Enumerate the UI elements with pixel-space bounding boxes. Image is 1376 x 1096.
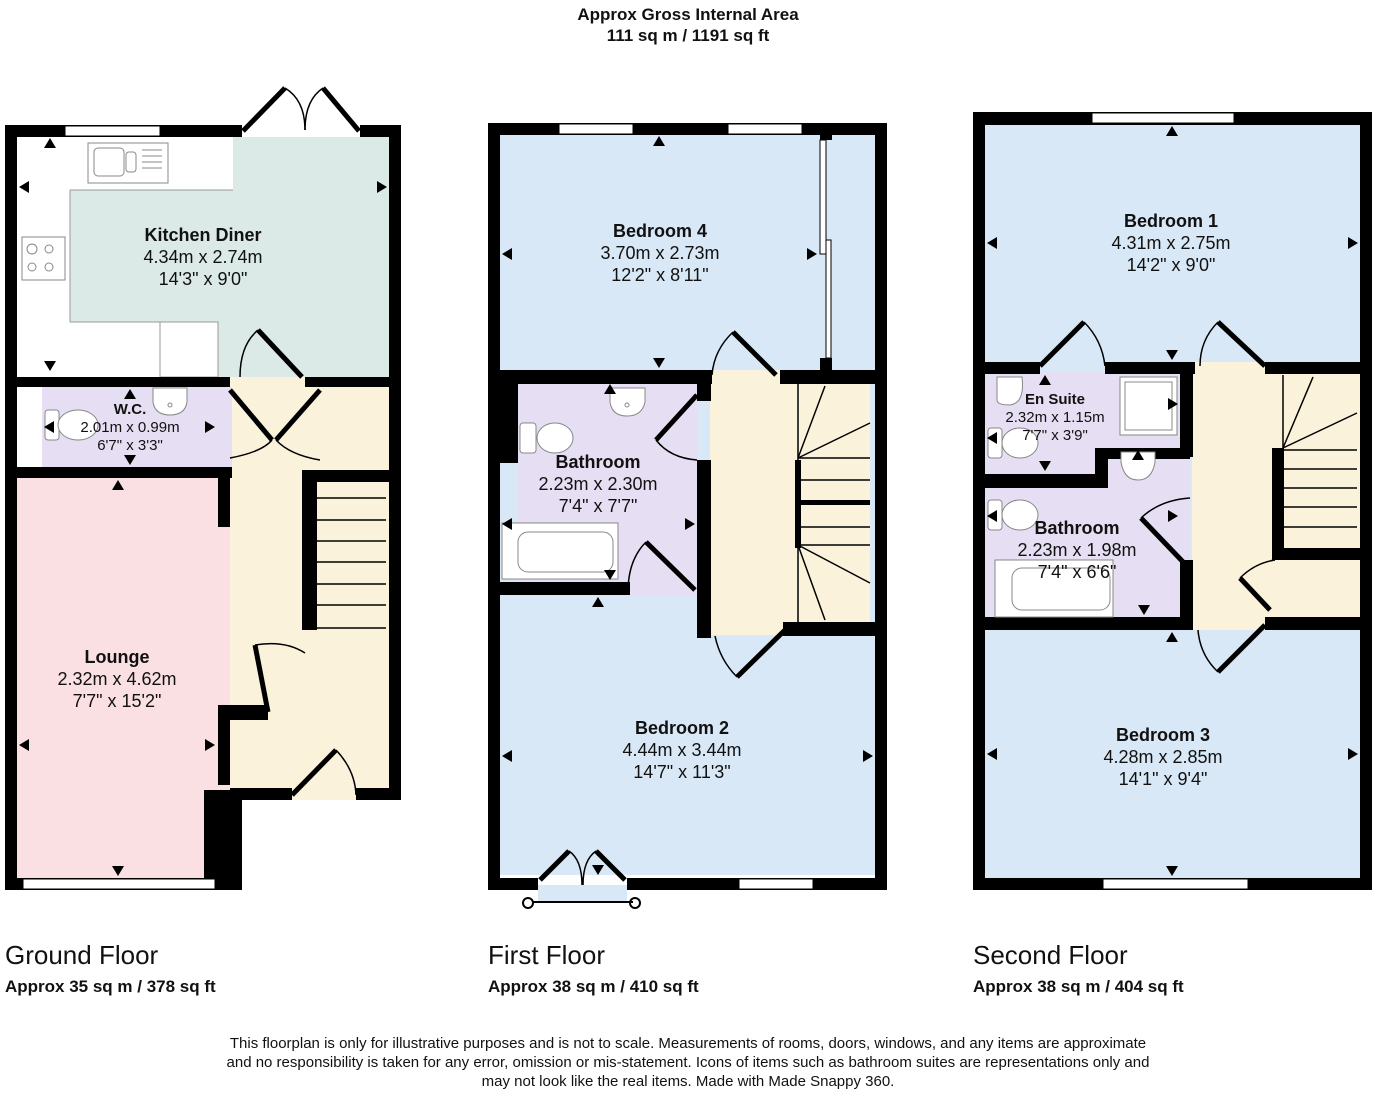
header-total-area: 111 sq m / 1191 sq ft xyxy=(606,26,770,45)
room-imperial: 14'3" x 9'0" xyxy=(158,269,248,289)
room-imperial: 7'7" x 3'9" xyxy=(1022,427,1088,444)
room-name: Bedroom 1 xyxy=(1123,211,1219,231)
room-label-first-bathroom: Bathroom 2.23m x 2.30m 7'4" x 7'7" xyxy=(538,451,657,517)
kitchen-sink-icon xyxy=(87,142,169,184)
room-name: En Suite xyxy=(1024,391,1085,408)
room-label-bedroom-1: Bedroom 1 4.31m x 2.75m 14'2" x 9'0" xyxy=(1111,210,1230,276)
first-toilet-icon xyxy=(519,422,574,454)
disclaimer-line-2: and no responsibility is taken for any e… xyxy=(226,1054,1150,1071)
ground-walls xyxy=(5,125,401,890)
second-bath-basin-icon xyxy=(1120,451,1156,481)
juliet-balcony-icon xyxy=(522,885,641,909)
room-name: Bathroom xyxy=(1034,518,1120,538)
room-name: Bedroom 4 xyxy=(612,221,708,241)
second-stairs xyxy=(1282,375,1358,528)
floor-area-first: Approx 38 sq m / 410 sq ft xyxy=(488,977,699,996)
room-name: Bedroom 2 xyxy=(634,718,730,738)
gross-area-header: Approx Gross Internal Area 111 sq m / 11… xyxy=(0,4,1376,46)
ground-doors xyxy=(228,328,357,797)
room-imperial: 7'4" x 6'6" xyxy=(1037,562,1117,582)
room-name: Bathroom xyxy=(555,452,641,472)
second-windows xyxy=(1091,112,1249,890)
room-imperial: 14'1" x 9'4" xyxy=(1118,769,1208,789)
ensuite-basin-icon xyxy=(996,376,1023,406)
room-name: Lounge xyxy=(84,647,150,667)
room-metric: 3.70m x 2.73m xyxy=(600,243,720,263)
kitchen-diner-fill xyxy=(70,137,389,377)
room-metric: 4.31m x 2.75m xyxy=(1111,233,1231,253)
ground-floor-plan xyxy=(5,86,401,890)
wc-basin-icon xyxy=(152,387,188,416)
room-label-bedroom-4: Bedroom 4 3.70m x 2.73m 12'2" x 8'11" xyxy=(600,220,719,286)
room-metric: 2.01m x 0.99m xyxy=(80,419,180,436)
disclaimer-line-3: may not look like the real items. Made w… xyxy=(481,1073,895,1090)
ground-windows xyxy=(22,125,216,890)
room-metric: 4.34m x 2.74m xyxy=(143,247,263,267)
header-title: Approx Gross Internal Area xyxy=(577,5,799,24)
ensuite-shower-icon xyxy=(1119,376,1178,436)
second-bath-icon xyxy=(994,559,1114,618)
room-label-bedroom-3: Bedroom 3 4.28m x 2.85m 14'1" x 9'4" xyxy=(1103,724,1222,790)
room-label-bedroom-2: Bedroom 2 4.44m x 3.44m 14'7" x 11'3" xyxy=(622,717,741,783)
room-label-kitchen-diner: Kitchen Diner 4.34m x 2.74m 14'3" x 9'0" xyxy=(143,224,262,290)
room-label-wc: W.C. 2.01m x 0.99m 6'7" x 3'3" xyxy=(80,401,179,455)
first-bath-icon xyxy=(501,522,619,580)
room-imperial: 7'7" x 15'2" xyxy=(72,691,162,711)
floor-title-first: First Floor xyxy=(488,940,605,970)
floor-area-ground: Approx 35 sq m / 378 sq ft xyxy=(5,977,216,996)
room-name: Bedroom 3 xyxy=(1115,725,1211,745)
ground-stairs xyxy=(317,497,386,629)
room-imperial: 7'4" x 7'7" xyxy=(558,496,638,516)
room-metric: 2.32m x 4.62m xyxy=(57,669,177,689)
floor-title-second: Second Floor xyxy=(973,940,1128,970)
disclaimer: This floorplan is only for illustrative … xyxy=(0,1034,1376,1091)
kitchen-french-doors-icon xyxy=(241,86,361,133)
first-floor-plan xyxy=(488,123,887,909)
second-doors xyxy=(1038,320,1276,674)
lounge-fill xyxy=(17,478,230,878)
room-name: W.C. xyxy=(113,401,147,418)
room-name: Kitchen Diner xyxy=(144,225,262,245)
room-metric: 2.32m x 1.15m xyxy=(1005,409,1105,426)
room-imperial: 14'2" x 9'0" xyxy=(1126,255,1216,275)
room-metric: 4.28m x 2.85m xyxy=(1103,747,1223,767)
room-label-second-bathroom: Bathroom 2.23m x 1.98m 7'4" x 6'6" xyxy=(1017,517,1136,583)
disclaimer-line-1: This floorplan is only for illustrative … xyxy=(229,1035,1147,1052)
room-imperial: 14'7" x 11'3" xyxy=(633,762,731,782)
first-windows xyxy=(558,123,814,890)
room-label-lounge: Lounge 2.32m x 4.62m 7'7" x 15'2" xyxy=(57,646,176,712)
room-metric: 4.44m x 3.44m xyxy=(622,740,742,760)
floor-title-ground: Ground Floor xyxy=(5,940,159,970)
fridge-unit xyxy=(159,321,219,378)
first-stairs xyxy=(797,384,871,622)
first-doors xyxy=(538,330,787,886)
room-imperial: 12'2" x 8'11" xyxy=(611,265,709,285)
second-walls xyxy=(973,112,1372,890)
hob-icon xyxy=(21,236,66,281)
room-metric: 2.23m x 1.98m xyxy=(1017,540,1137,560)
floor-area-second: Approx 38 sq m / 404 sq ft xyxy=(973,977,1184,996)
wardrobe-sliding-doors xyxy=(819,139,832,359)
room-imperial: 6'7" x 3'3" xyxy=(97,437,163,454)
first-basin-icon xyxy=(609,387,646,417)
second-floor-plan xyxy=(973,112,1372,890)
room-metric: 2.23m x 2.30m xyxy=(538,474,658,494)
room-label-en-suite: En Suite 2.32m x 1.15m 7'7" x 3'9" xyxy=(1005,391,1104,445)
